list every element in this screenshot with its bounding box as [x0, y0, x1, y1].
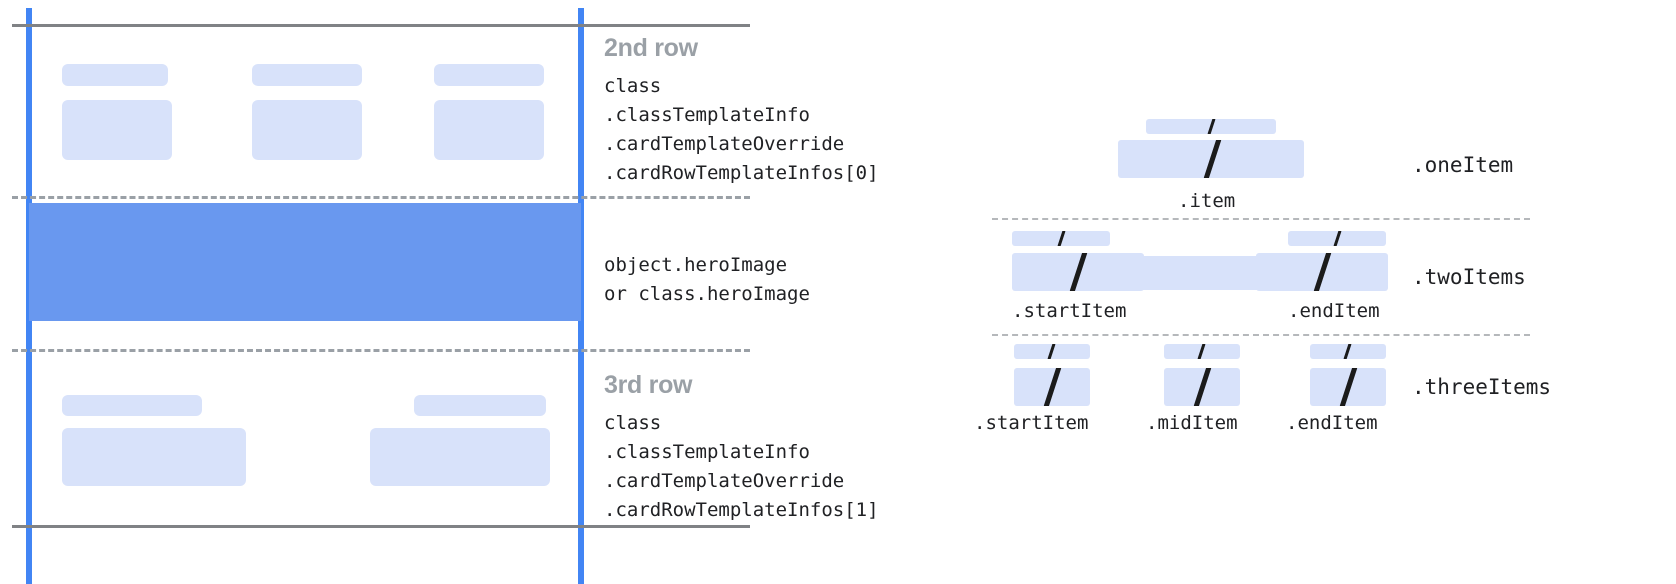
- row2-code: class .classTemplateInfo .cardTemplateOv…: [604, 75, 879, 184]
- three-items-mid-body-box: [1164, 368, 1240, 406]
- variant-divider-2: [992, 334, 1530, 336]
- slash-mark: [1057, 231, 1066, 246]
- hero-image-band: [29, 203, 581, 321]
- slash-mark: [1313, 253, 1332, 291]
- row3-label-placeholder-2: [414, 395, 546, 416]
- slash-mark: [1069, 253, 1088, 291]
- three-items-name: .threeItems: [1412, 375, 1552, 399]
- hero-top-divider: [12, 196, 750, 199]
- variant-divider-1: [992, 218, 1530, 220]
- top-divider: [12, 24, 750, 27]
- two-items-start-caption: .startItem: [1012, 300, 1127, 322]
- row3-title: 3rd row: [604, 371, 693, 399]
- row2-label-placeholder-1: [62, 64, 168, 86]
- slash-mark: [1207, 119, 1216, 134]
- row3-code: class .classTemplateInfo .cardTemplateOv…: [604, 412, 879, 521]
- three-items-start-caption: .startItem: [974, 412, 1089, 434]
- row2-label-placeholder-2: [252, 64, 362, 86]
- three-items-end-top-box: [1310, 344, 1386, 359]
- one-item-name: .oneItem: [1412, 153, 1514, 177]
- two-items-start-top-box: [1012, 231, 1110, 246]
- right-guide-rail: [578, 8, 584, 584]
- slash-mark: [1197, 344, 1206, 359]
- one-item-caption: .item: [1178, 190, 1236, 212]
- hero-code: object.heroImage or class.heroImage: [604, 254, 810, 305]
- three-items-start-top-box: [1014, 344, 1090, 359]
- bottom-divider: [12, 525, 750, 528]
- two-items-end-top-box: [1288, 231, 1386, 246]
- hero-bottom-divider: [12, 349, 750, 352]
- slash-mark: [1193, 368, 1212, 406]
- slash-mark: [1339, 368, 1358, 406]
- one-item-body-box: [1118, 140, 1304, 178]
- row3-body-placeholder-2: [370, 428, 550, 486]
- slash-mark: [1047, 344, 1056, 359]
- two-items-name: .twoItems: [1412, 265, 1526, 289]
- three-items-mid-caption: .midItem: [1146, 412, 1238, 434]
- slash-mark: [1333, 231, 1342, 246]
- two-items-end-body-box: [1256, 253, 1388, 291]
- two-items-start-body-box: [1012, 253, 1144, 291]
- row2-label-placeholder-3: [434, 64, 544, 86]
- slash-mark: [1043, 368, 1062, 406]
- row2-body-placeholder-3: [434, 100, 544, 160]
- three-items-end-caption: .endItem: [1286, 412, 1378, 434]
- slash-mark: [1343, 344, 1352, 359]
- row2-title: 2nd row: [604, 34, 698, 62]
- three-items-end-body-box: [1310, 368, 1386, 406]
- row3-label-placeholder-1: [62, 395, 202, 416]
- row2-body-placeholder-1: [62, 100, 172, 160]
- slash-mark: [1203, 140, 1222, 178]
- two-items-end-caption: .endItem: [1288, 300, 1380, 322]
- row3-body-placeholder-1: [62, 428, 246, 486]
- one-item-top-box: [1146, 119, 1276, 134]
- row2-body-placeholder-2: [252, 100, 362, 160]
- three-items-start-body-box: [1014, 368, 1090, 406]
- three-items-mid-top-box: [1164, 344, 1240, 359]
